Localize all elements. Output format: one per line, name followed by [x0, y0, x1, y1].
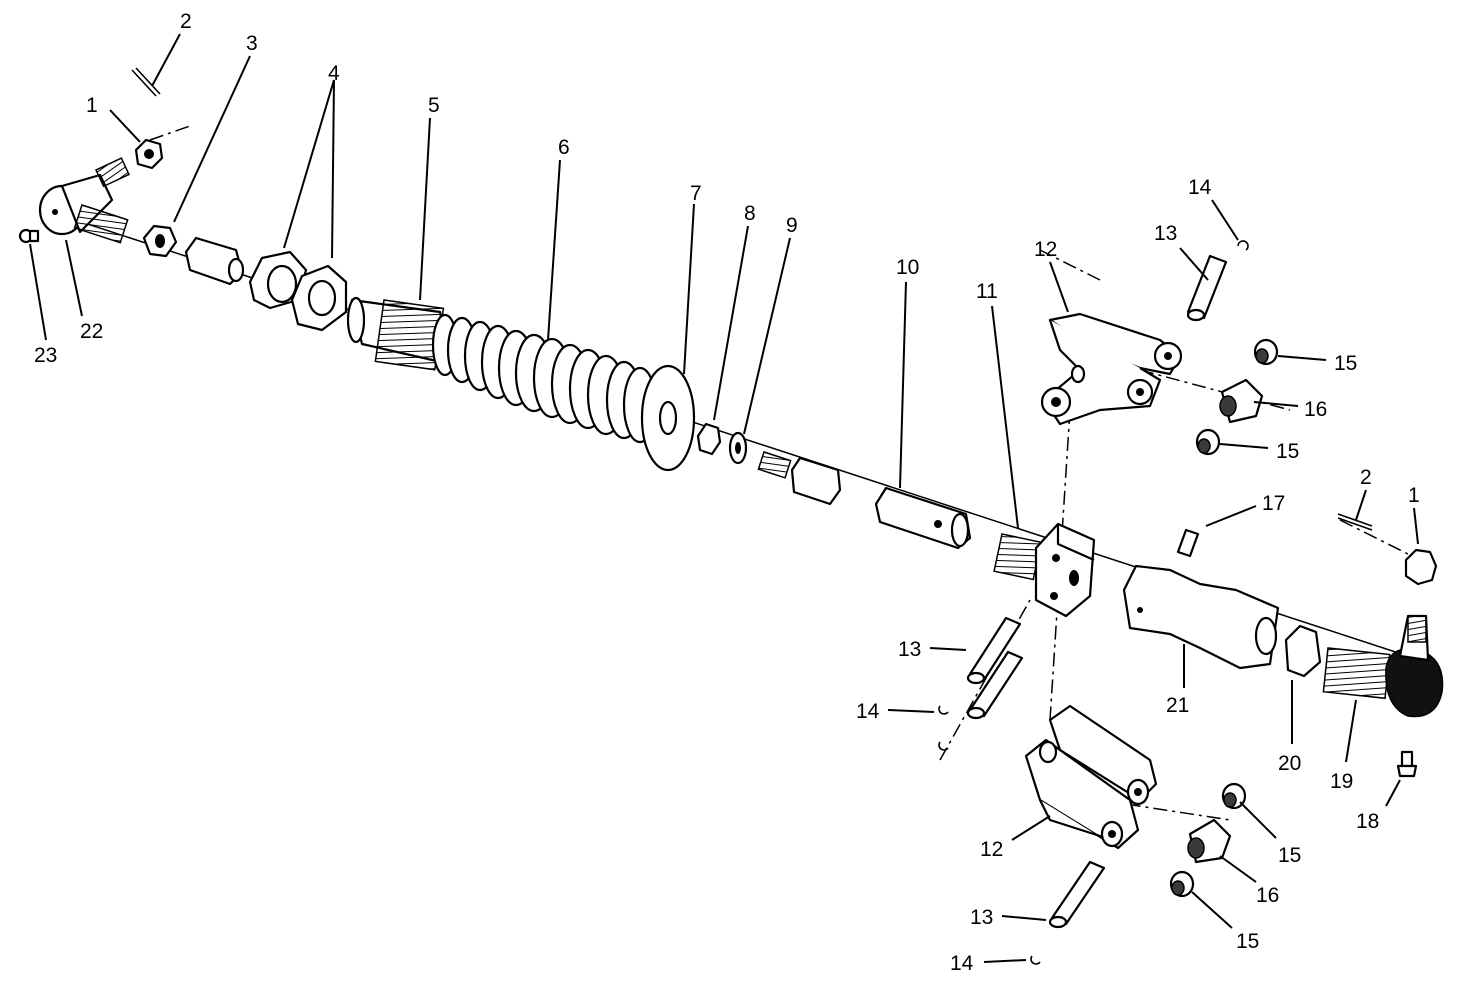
pin-17 — [1176, 528, 1200, 558]
callout-12-lower: 12 — [980, 838, 1003, 861]
callout-labels: 1 2 3 4 5 6 7 8 9 10 11 12 13 14 15 16 1… — [34, 10, 1420, 975]
bushing-16-lower — [1187, 818, 1232, 864]
callout-22: 22 — [80, 320, 103, 343]
callout-9: 9 — [786, 214, 798, 237]
callout-5: 5 — [428, 94, 440, 117]
castle-nut-right — [1404, 548, 1438, 586]
bushing-15-lower-a — [1221, 782, 1247, 810]
callout-1-right: 1 — [1408, 484, 1420, 507]
clip-14-upper — [1237, 240, 1249, 251]
callout-12-upper: 12 — [1034, 238, 1057, 261]
bracket-12-upper — [1040, 312, 1183, 426]
callout-13-lower: 13 — [970, 906, 993, 929]
callout-2-left: 2 — [180, 10, 192, 33]
rod-end-left — [38, 157, 130, 244]
rod-end-right — [1322, 614, 1444, 718]
callout-16-lower: 16 — [1256, 884, 1279, 907]
block-11 — [993, 522, 1096, 618]
nut-8 — [696, 422, 722, 456]
callout-16-upper: 16 — [1304, 398, 1327, 421]
large-nut-4b — [290, 264, 348, 332]
callout-19: 19 — [1330, 770, 1353, 793]
large-nut-4a — [248, 250, 308, 310]
jam-nut-3 — [142, 224, 178, 258]
callout-14-upper: 14 — [1188, 176, 1212, 199]
callout-8: 8 — [744, 202, 756, 225]
grease-fitting-right — [1396, 750, 1418, 778]
callout-17: 17 — [1262, 492, 1285, 515]
clip-14-left-b — [938, 741, 949, 751]
callout-14-lower: 14 — [950, 952, 974, 975]
nut-20 — [1284, 624, 1322, 678]
pin-13-lower — [1048, 860, 1106, 929]
bushing-16-upper — [1219, 378, 1264, 424]
main-axis-line — [59, 125, 1421, 821]
callout-7: 7 — [690, 182, 702, 205]
callout-15-lower-b: 15 — [1236, 930, 1259, 953]
bushing-15-upper-b — [1195, 428, 1221, 456]
clevis-10 — [874, 486, 972, 550]
bushing-15-upper-a — [1253, 338, 1279, 366]
bushing-15-lower-b — [1169, 870, 1195, 898]
callout-15-upper-b: 15 — [1276, 440, 1299, 463]
yoke-21 — [1122, 564, 1280, 670]
callout-14-left: 14 — [856, 700, 880, 723]
washer-9 — [728, 431, 748, 465]
callout-15-lower-a: 15 — [1278, 844, 1301, 867]
callout-1-left: 1 — [86, 94, 98, 117]
callout-11: 11 — [976, 280, 998, 303]
callout-23: 23 — [34, 344, 57, 367]
callout-4: 4 — [328, 62, 340, 85]
pin-13-upper — [1186, 254, 1228, 322]
callout-6: 6 — [558, 136, 570, 159]
leader-lines — [29, 33, 1419, 963]
grease-fitting-left — [18, 228, 40, 244]
pin-13-left-b — [966, 650, 1024, 720]
pin-13-left-a — [966, 616, 1022, 685]
callout-13-upper: 13 — [1154, 222, 1177, 245]
callout-15-upper-a: 15 — [1334, 352, 1357, 375]
callout-13-left: 13 — [898, 638, 921, 661]
callout-21: 21 — [1166, 694, 1189, 717]
cotter-pin-left — [131, 67, 161, 97]
clip-14-lower — [1030, 955, 1041, 965]
callout-18: 18 — [1356, 810, 1379, 833]
cotter-pin-right — [1337, 513, 1373, 531]
castle-nut-left — [134, 138, 164, 170]
spring-6 — [431, 313, 658, 444]
callout-2-right: 2 — [1360, 466, 1372, 489]
stud-hex-adapter — [757, 451, 842, 506]
bracket-12-lower — [1024, 704, 1158, 850]
callout-20: 20 — [1278, 752, 1301, 775]
callout-10: 10 — [896, 256, 919, 279]
callout-3: 3 — [246, 32, 258, 55]
coupler-sleeve — [184, 236, 245, 286]
clip-14-left-a — [938, 705, 949, 715]
washer-7 — [640, 364, 696, 472]
